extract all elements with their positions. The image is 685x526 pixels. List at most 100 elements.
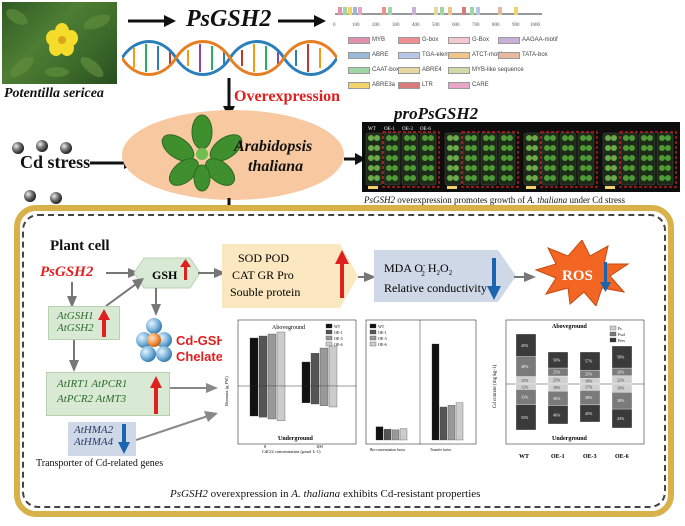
antioxidant-box: SOD POD CAT GR Pro Souble protein <box>222 244 358 308</box>
chart3-bottom-label: Underground <box>552 436 588 442</box>
segment-label: 45% <box>521 343 529 348</box>
segment-label: 25% <box>553 370 561 375</box>
arabidopsis-label-2: thaliana <box>248 158 304 175</box>
seedling <box>410 165 416 171</box>
legend-swatch <box>325 335 333 341</box>
seedling <box>483 155 489 161</box>
promoter-track: 0 100 200 300 400 500 600 700 800 900 10… <box>333 7 542 28</box>
motif-label: TATA-box <box>522 52 548 58</box>
x-tick-label: OE-6 <box>615 454 629 460</box>
seedling <box>568 175 574 181</box>
arabidopsis-label-1: Arabidopsis <box>234 138 313 155</box>
motif-chip <box>348 82 370 89</box>
seedling <box>392 135 398 141</box>
tick-label: 800 <box>492 23 500 28</box>
seedling <box>586 165 592 171</box>
tick-label: 700 <box>472 23 480 28</box>
seedling <box>489 155 495 161</box>
motif-label: AAGAA-motif <box>522 37 558 43</box>
oe-highlight-box <box>461 131 519 188</box>
seedling <box>532 175 538 181</box>
seedling <box>580 155 586 161</box>
plate-header: OE-6 <box>420 127 431 132</box>
tick-label: 900 <box>512 23 520 28</box>
segment-label: 38% <box>617 398 625 403</box>
chelate-cluster-icon <box>136 318 172 362</box>
seedling <box>665 145 671 151</box>
motif-chip <box>448 37 470 44</box>
seedling <box>580 135 586 141</box>
oxidative-damage-box: MDA O-2 H2O2 Relative conductivity <box>374 250 516 302</box>
seedling <box>586 135 592 141</box>
legend-label: Fres <box>618 338 625 343</box>
x-tick-label: OE-1 <box>551 454 565 460</box>
seedling <box>665 175 671 181</box>
bar <box>455 402 464 441</box>
legend-swatch <box>369 341 377 347</box>
seedling <box>623 165 629 171</box>
bar <box>258 385 268 418</box>
seedling <box>544 165 550 171</box>
seedling <box>501 145 507 151</box>
bar <box>439 406 448 441</box>
x-tick-label: OE-3 <box>583 454 597 460</box>
bar <box>267 385 277 420</box>
seedling <box>544 145 550 151</box>
legend-label: OE-1 <box>378 330 387 335</box>
seedling <box>428 165 434 171</box>
seedling <box>532 155 538 161</box>
chart1-xlabel: CdCl2 concentration (μmol L-1) <box>262 449 321 454</box>
seedling <box>404 155 410 161</box>
bottom-caption: PsGSH2 overexpression in A. thaliana exh… <box>170 488 480 500</box>
seedling <box>623 175 629 181</box>
seedling <box>453 165 459 171</box>
seedling <box>447 165 453 171</box>
chart1-ylabel: Biomass (g FW) <box>224 376 229 406</box>
seedling <box>629 135 635 141</box>
seedling <box>562 135 568 141</box>
bar <box>375 426 384 441</box>
seedling <box>605 135 611 141</box>
seedling <box>422 175 428 181</box>
chelate-label-2: Chelate <box>176 349 223 364</box>
seedling <box>428 135 434 141</box>
segment-label: 55% <box>521 415 529 420</box>
seedling <box>629 165 635 171</box>
segment-label: 58% <box>617 355 625 360</box>
legend-label: OE-3 <box>378 336 387 341</box>
transporter-label: Transporter of Cd-related genes <box>36 458 164 469</box>
motif-label: ABRE3a <box>372 82 396 88</box>
seedling <box>605 165 611 171</box>
seedling <box>562 145 568 151</box>
chart1-bottom-label: Underground <box>278 436 314 442</box>
hma4-label: AtHMA4 <box>74 436 114 448</box>
seedling <box>532 165 538 171</box>
red-up-arrow-icon <box>98 309 110 337</box>
seedling <box>422 145 428 151</box>
seedling <box>404 175 410 181</box>
legend-label: OE-6 <box>334 342 343 347</box>
seedling <box>465 165 471 171</box>
seedling <box>410 135 416 141</box>
seedling <box>562 175 568 181</box>
motif-label: TGA-element <box>422 52 458 58</box>
tick-label: 200 <box>372 23 380 28</box>
factor-plot: Bio-concentration factor Transfer factor… <box>365 319 477 452</box>
enzymes-line-2: CAT GR Pro <box>232 268 294 282</box>
seedling <box>544 135 550 141</box>
seedling <box>605 175 611 181</box>
bar <box>391 429 400 441</box>
seedling <box>665 155 671 161</box>
promoter-map: 0 100 200 300 400 500 600 700 800 900 10… <box>330 2 558 110</box>
bottom-text-2: exhibits Cd-resistant properties <box>340 488 481 500</box>
tick-label: 100 <box>352 23 360 28</box>
legend-swatch <box>369 335 377 341</box>
seedling <box>465 135 471 141</box>
seedling <box>665 165 671 171</box>
caption-gene: PsGSH2 <box>364 195 395 205</box>
stack-segment <box>515 404 537 431</box>
seedling <box>526 155 532 161</box>
seedling <box>562 165 568 171</box>
mda-text: MDA O-2 H2O2 <box>384 261 453 278</box>
x-tick-label: 0 <box>264 444 267 449</box>
